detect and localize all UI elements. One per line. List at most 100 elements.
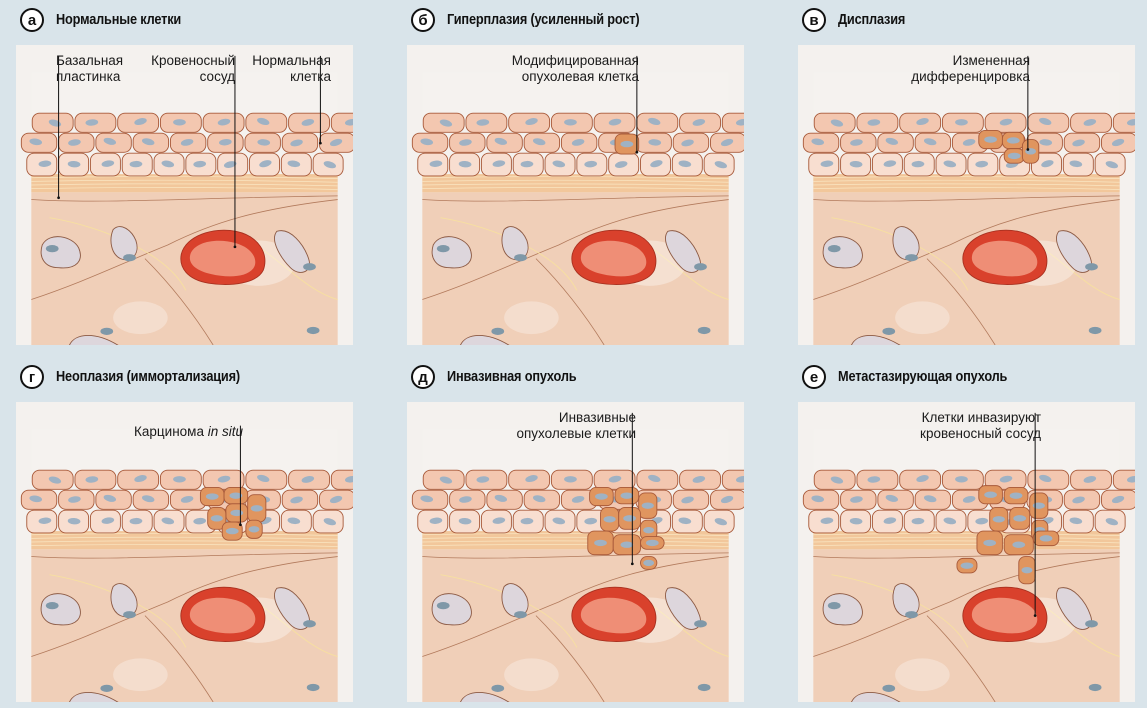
nucleus (459, 139, 472, 146)
epithelial-cell (245, 469, 288, 490)
epithelial-cell (903, 152, 935, 177)
epithelial-cell (899, 112, 942, 133)
epithelial-cell (169, 132, 207, 153)
tumor-cell (640, 536, 665, 550)
nucleus (67, 160, 81, 168)
epithelial-cell (159, 469, 202, 490)
nucleus (1039, 474, 1052, 483)
epithelial-cell (636, 112, 679, 133)
nucleus (134, 118, 147, 126)
nucleus (849, 160, 863, 168)
annotation-line: Нормальная (252, 53, 331, 68)
epithelial-cell (117, 112, 160, 133)
epithelium (802, 469, 1135, 534)
nucleus (830, 119, 844, 127)
nucleus (1069, 160, 1083, 168)
epithelial-cell (808, 509, 840, 534)
leader-dot (239, 523, 242, 527)
tumor-cell (199, 486, 225, 507)
nucleus (476, 119, 490, 126)
epithelial-cell (523, 132, 561, 153)
epithelial-cell (449, 132, 486, 153)
epithelial-cell (153, 509, 185, 534)
nucleus (923, 138, 937, 146)
nucleus (714, 518, 727, 526)
epithelial-cell (808, 152, 840, 177)
nucleus (916, 118, 929, 126)
nucleus (193, 160, 207, 168)
epithelial-cell (480, 152, 512, 177)
epithelial-cell (121, 509, 153, 534)
epithelial-cell (217, 152, 249, 177)
panel-header: е Метастазирующая опухоль (802, 362, 1030, 392)
epithelial-cell (1112, 469, 1135, 490)
epithelial-cell (26, 509, 58, 534)
nucleus (720, 495, 734, 504)
nucleus (681, 139, 694, 147)
fibroblast-cell (306, 683, 320, 692)
nucleus (459, 496, 472, 503)
epithelial-cell (593, 112, 636, 133)
epithelial-cell (840, 152, 872, 177)
annotation-line: Измененная (952, 53, 1030, 68)
epithelial-cell (153, 152, 185, 177)
nucleus (552, 517, 566, 525)
epithelial-cell (121, 152, 153, 177)
nucleus (134, 475, 147, 483)
nucleus (532, 138, 546, 146)
tumor-cell (1003, 487, 1029, 505)
tumor-cell (976, 530, 1003, 556)
nucleus (564, 476, 577, 483)
fibroblasts (40, 583, 320, 702)
nucleus (885, 137, 899, 145)
nucleus (101, 517, 115, 524)
nucleus (849, 517, 863, 525)
tumor-cell (1009, 507, 1031, 530)
epithelial-cell (635, 132, 672, 153)
blood-vessel (180, 229, 266, 285)
panel-letter-badge: е (802, 365, 826, 389)
nucleus (323, 161, 336, 169)
nucleus (494, 494, 508, 502)
epithelial-cell (95, 132, 132, 153)
annotation-line: опухолевая клетка (521, 69, 639, 84)
nucleus (911, 517, 925, 525)
nucleus (48, 119, 62, 127)
nucleus (287, 517, 301, 525)
epithelial-cell (550, 469, 593, 490)
nucleus (532, 495, 546, 503)
nucleus (1126, 475, 1135, 483)
fibroblast-cell (851, 684, 901, 702)
annotation-line: Базальная (56, 53, 124, 68)
nucleus (1083, 476, 1097, 483)
epithelium (802, 112, 1135, 177)
epithelial-cell (288, 469, 330, 490)
nucleus (323, 518, 336, 526)
tumor-cell (638, 492, 658, 519)
nucleus (923, 495, 937, 503)
nucleus (648, 474, 661, 483)
nucleus (1105, 161, 1118, 169)
nucleus (850, 496, 863, 503)
epithelial-cell (422, 112, 465, 133)
epithelial-cell (1027, 469, 1070, 490)
epithelial-cell (330, 469, 353, 490)
nucleus (68, 496, 81, 503)
epithelial-cell (1094, 152, 1126, 177)
epithelial-cell (721, 112, 744, 133)
blood-vessel (571, 229, 657, 285)
nucleus (564, 119, 577, 126)
epithelial-cell (422, 469, 465, 490)
epithelial-cell (486, 489, 523, 510)
tumor-cell (1018, 556, 1036, 585)
fibroblasts (822, 583, 1102, 702)
epithelial-cell (95, 489, 132, 510)
panel-title: Метастазирующая опухоль (838, 369, 1008, 385)
tumor-cells (587, 486, 665, 570)
nucleus (161, 517, 175, 525)
